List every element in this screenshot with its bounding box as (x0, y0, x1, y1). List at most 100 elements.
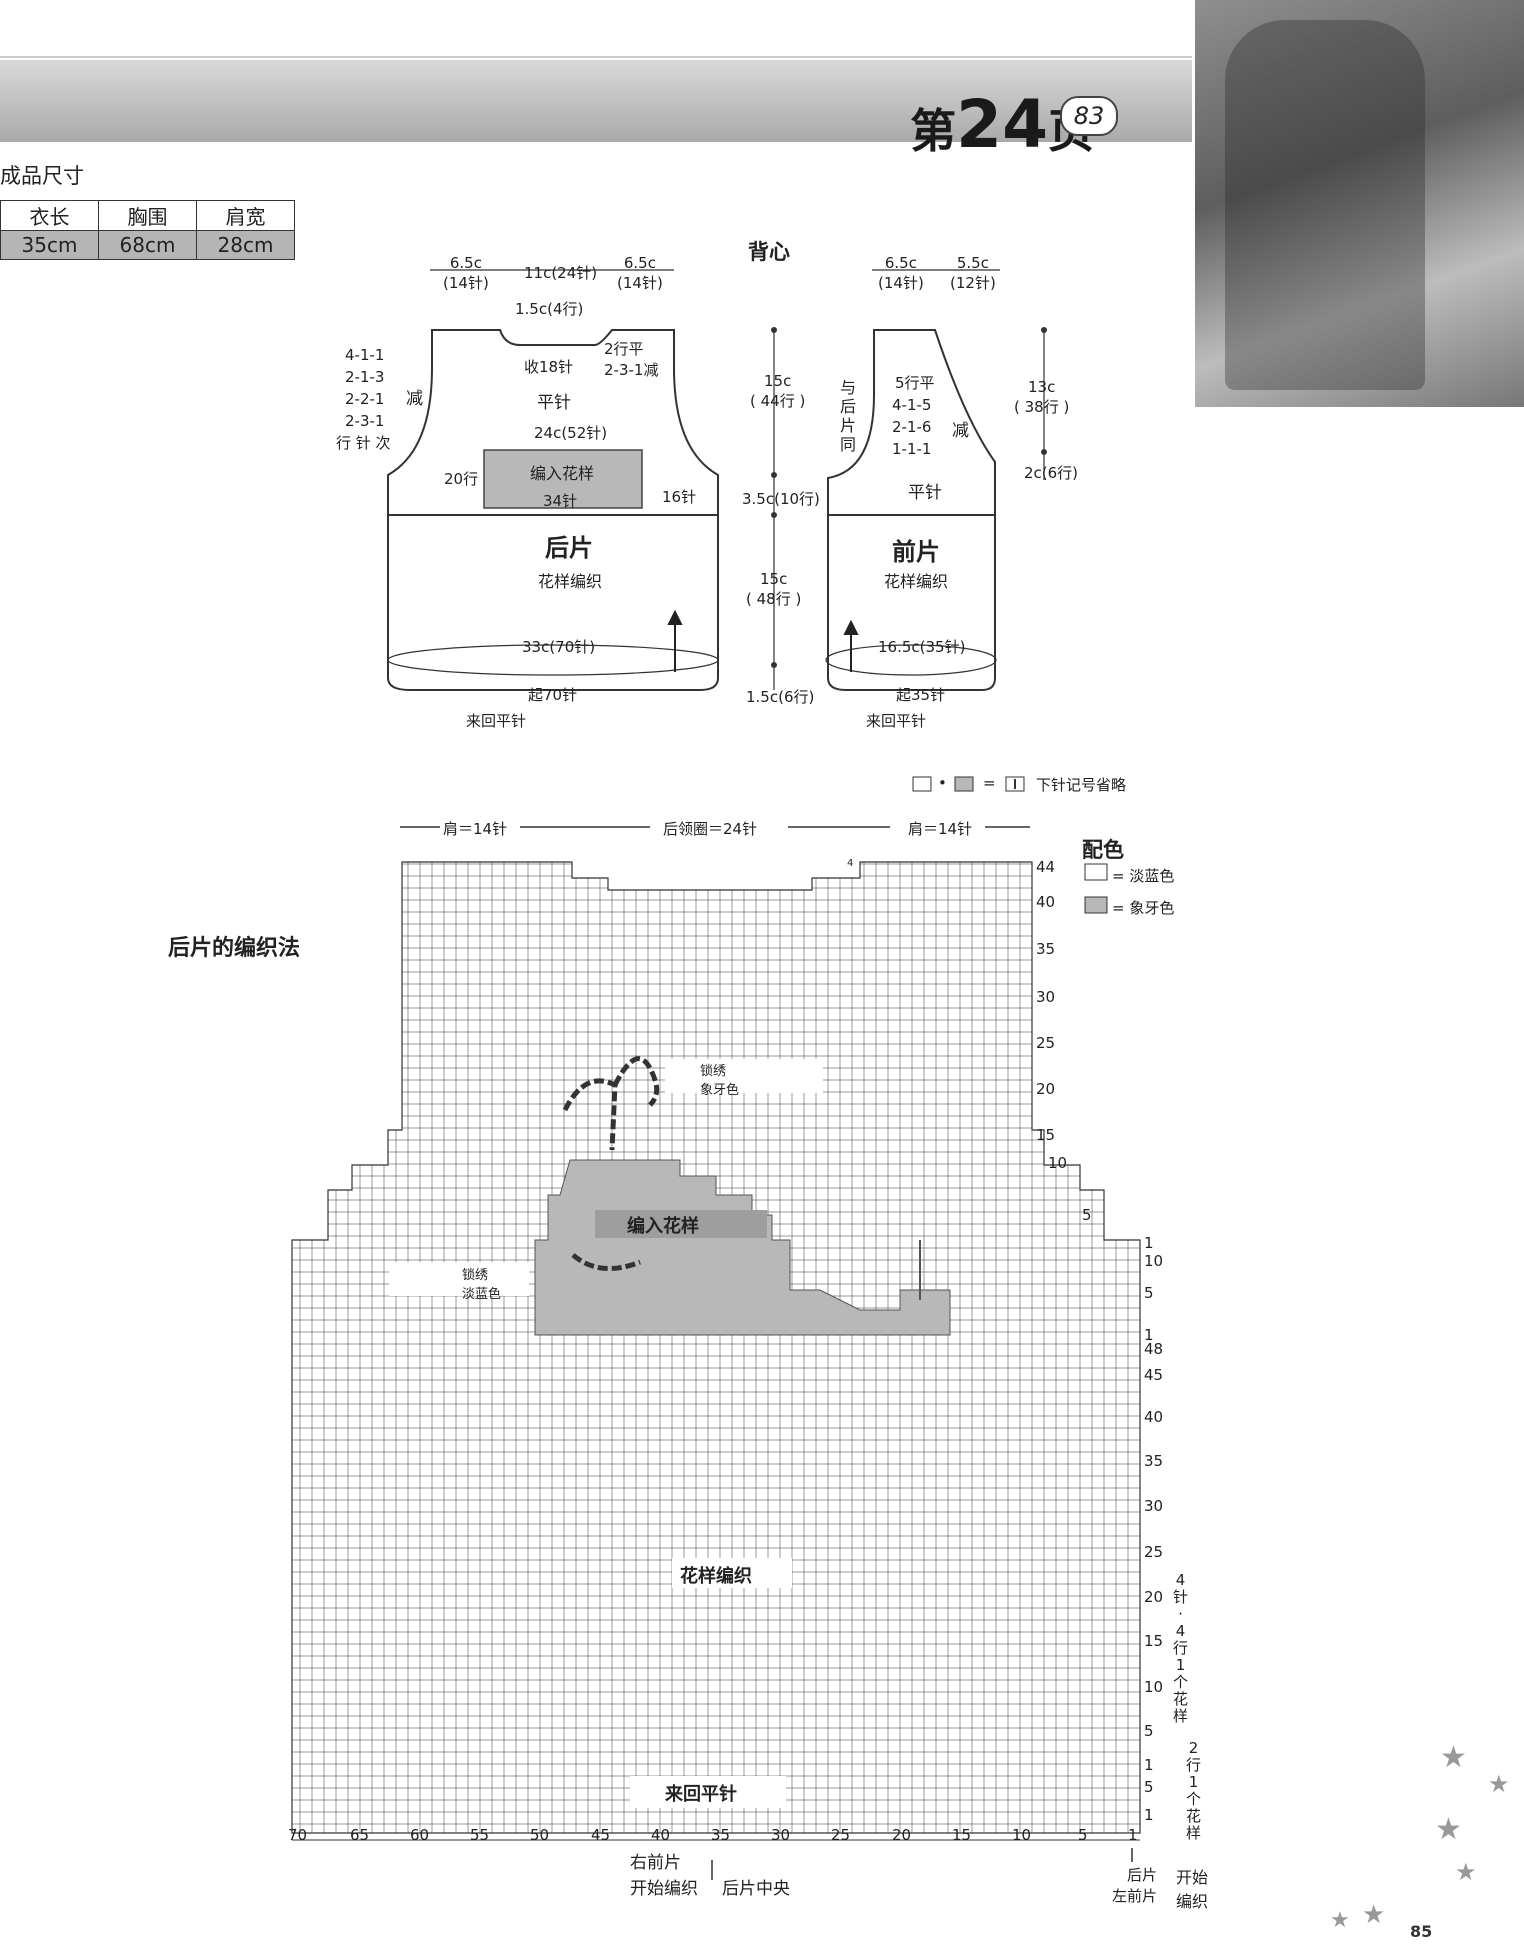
chart-top-label-left: 肩＝14针 (443, 820, 508, 838)
repeat-note-4x4: 4 针 · 4 行 1 个 花 样 (1173, 1571, 1189, 1725)
back-neck-side: 2行平 2-3-1减 (604, 340, 659, 379)
size-col-length: 衣长 (0, 200, 99, 231)
row-num-45: 45 (1144, 1366, 1164, 1384)
chart-garter-label: 来回平针 (665, 1784, 737, 1805)
stitch-num-45: 45 (591, 1826, 611, 1844)
color-legend-blue: = 淡蓝色 (1112, 867, 1175, 885)
row-num-10-upper: 10 (1048, 1154, 1068, 1172)
back-armhole-dec-word: 减 (406, 389, 423, 409)
stitch-num-65: 65 (350, 1826, 370, 1844)
row-num-1b: 1 (1144, 1756, 1154, 1774)
front-bottom-width: 16.5c(35针) (878, 638, 966, 656)
back-neck-dec: 收18针 (524, 358, 574, 376)
repeat-note-2row: 2 行 1 个 花 样 (1186, 1739, 1202, 1842)
star-icon: ★ (1455, 1858, 1477, 1886)
row-num-30: 30 (1036, 988, 1056, 1006)
chart-top-label-neck: 后领圈＝24针 (663, 820, 758, 838)
stitch-num-1: 1 (1128, 1826, 1138, 1844)
back-top-dim-left: 6.5c (14针) (443, 254, 489, 292)
size-table: 衣长 胸围 肩宽 35cm 68cm 28cm (0, 200, 295, 260)
front-neck-dec-word: 减 (952, 421, 969, 441)
back-armhole-dec-1: 4-1-1 (345, 346, 385, 364)
chart-motif-label: 编入花样 (627, 1216, 699, 1237)
label-start-knit: 开始编织 (630, 1879, 698, 1899)
back-motif-box (483, 449, 643, 509)
back-top-dim-mid: 11c(24针) (524, 264, 598, 282)
front-cast-on: 起35针 (896, 686, 946, 704)
back-top-dim-right: 6.5c (14针) (617, 254, 663, 292)
legend-equals: = (983, 774, 996, 792)
chart-heading: 后片的编织法 (168, 936, 301, 961)
vert-dim-hem: 1.5c(6行) (746, 688, 815, 706)
front-right-dim-upper: 13c ( 38行 ) (1014, 378, 1070, 416)
row-num-20: 20 (1036, 1080, 1056, 1098)
star-icon: ★ (1435, 1812, 1462, 1847)
size-val-shoulder: 28cm (196, 230, 295, 260)
size-caption: 成品尺寸 (0, 164, 84, 188)
label-start-right: 开始 编织 (1176, 1868, 1209, 1911)
back-piece-outline (387, 329, 719, 691)
front-neck-dec-2: 2-1-6 (892, 418, 932, 436)
page-title: 第24页 (910, 86, 1094, 163)
front-neck-dec-3: 1-1-1 (892, 440, 932, 458)
back-bind-off: 16针 (662, 488, 697, 506)
stitch-num-30: 30 (771, 1826, 791, 1844)
row-num-40b: 40 (1144, 1408, 1164, 1426)
front-piece-outline (827, 329, 996, 691)
label-back-left-front: 后片 左前片 (1112, 1866, 1158, 1905)
embroidery-label-2: 锁绣 淡蓝色 (462, 1268, 502, 1302)
back-neck-depth: 1.5c(4行) (515, 300, 584, 318)
front-top-dim-right: 5.5c (12针) (950, 254, 996, 292)
vert-dim-armhole: 3.5c(10行) (742, 490, 820, 508)
schematic-title: 背心 (748, 240, 790, 264)
row-num-20b: 20 (1144, 1588, 1164, 1606)
row-num-1-upper: 1 (1144, 1234, 1154, 1252)
row-num-15: 15 (1036, 1126, 1056, 1144)
front-top-dim-left: 6.5c (14针) (878, 254, 924, 292)
front-piece-name: 前片 (892, 538, 940, 566)
row-num-lower-1: 1 (1144, 1326, 1154, 1344)
back-motif-sts: 34针 (543, 492, 578, 510)
chart-grid (291, 861, 1141, 1834)
star-icon: ★ (1488, 1770, 1510, 1798)
back-pattern-label: 花样编织 (538, 572, 603, 591)
front-right-dim-lower: 2c(6行) (1024, 464, 1079, 482)
page-number-badge: 83 (1060, 96, 1118, 136)
front-garter: 来回平针 (866, 712, 927, 730)
legend-note: 下针记号省略 (1036, 776, 1127, 794)
stitch-num-55: 55 (470, 1826, 490, 1844)
chart-motif (534, 1159, 951, 1336)
row-num-10b: 10 (1144, 1678, 1164, 1696)
chart-small-mark: 4 (847, 858, 854, 869)
star-icon: ★ (1362, 1900, 1386, 1930)
back-armhole-dec-2: 2-1-3 (345, 368, 385, 386)
row-num-48: 48 (1144, 1340, 1164, 1358)
front-neck-dec-1: 4-1-5 (892, 396, 932, 414)
back-cast-on: 起70针 (528, 686, 578, 704)
chart-top-label-right: 肩＝14针 (908, 820, 973, 838)
stitch-num-20: 20 (892, 1826, 912, 1844)
page-footer-number: 85 (1410, 1922, 1433, 1941)
embroidery-label-1: 锁绣 象牙色 (700, 1064, 740, 1098)
row-num-5b: 5 (1144, 1722, 1154, 1740)
stitch-num-5: 5 (1078, 1826, 1088, 1844)
row-num-30b: 30 (1144, 1497, 1164, 1515)
color-legend-blue-text: 淡蓝色 (1129, 867, 1175, 885)
vert-dim-upper: 15c ( 44行 ) (750, 372, 806, 410)
star-icon: ★ (1440, 1740, 1467, 1775)
row-num-15b: 15 (1144, 1632, 1164, 1650)
header-band (0, 60, 1192, 142)
label-right-front: 右前片 (630, 1853, 681, 1873)
row-num-25: 25 (1036, 1034, 1056, 1052)
legend-separator-dot: • (938, 774, 947, 792)
stitch-num-10: 10 (1012, 1826, 1032, 1844)
row-num-44: 44 (1036, 858, 1056, 876)
size-col-chest: 胸围 (98, 200, 197, 231)
row-num-35: 35 (1036, 940, 1056, 958)
row-num-5-upper: 5 (1082, 1206, 1092, 1224)
row-num-40: 40 (1036, 893, 1056, 911)
header-rule (0, 56, 1192, 58)
color-legend-title: 配色 (1082, 838, 1124, 862)
row-num-lower-5: 5 (1144, 1284, 1154, 1302)
